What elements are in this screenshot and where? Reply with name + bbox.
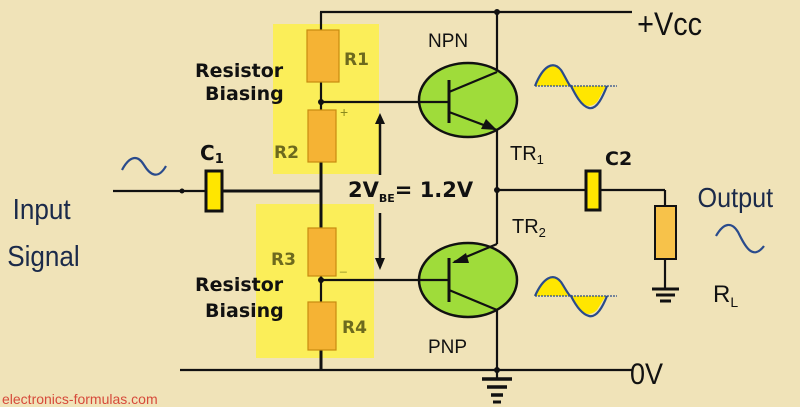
tr1-label: TR1 <box>510 143 544 167</box>
pnp-type-label: PNP <box>428 337 467 358</box>
label-c1-sub: 1 <box>215 152 224 167</box>
polarity-minus: _ <box>339 259 347 273</box>
pnp-emitter-arrow-icon <box>452 253 469 263</box>
tr2-label-name: TR <box>512 216 539 238</box>
bias-voltage-suffix: = 1.2V <box>395 178 474 202</box>
resistor-r3 <box>307 227 337 277</box>
pnp-transistor-body <box>417 241 519 319</box>
main-ground-icon <box>482 370 512 404</box>
junction-r1r2 <box>318 99 324 105</box>
bias-voltage-sub: BE <box>379 192 395 205</box>
bias-label-bottom-1: Resistor <box>195 274 284 296</box>
rl-label-sub: L <box>730 294 738 310</box>
output-label: Output <box>698 182 774 214</box>
npn-emitter-arrow-icon <box>481 119 497 130</box>
label-c1: C1 <box>200 141 224 167</box>
label-r3: R3 <box>271 250 296 270</box>
output-wave-icon <box>715 223 765 254</box>
rl-ground-icon <box>652 287 679 303</box>
npn-collector-lead <box>448 70 498 94</box>
label-r2: R2 <box>274 143 299 163</box>
bias-voltage-prefix: 2V <box>348 178 380 202</box>
vcc-junction <box>494 9 500 15</box>
vcc-label: +Vcc <box>637 7 702 43</box>
bias-label-bottom-2: Biasing <box>205 300 284 322</box>
bias-voltage-label: 2VBE= 1.2V <box>348 178 474 205</box>
rl-label: RL <box>713 281 738 310</box>
polarity-plus: + <box>340 104 348 120</box>
tr2-label-sub: 2 <box>539 225 546 240</box>
pnp-collector-lead <box>448 288 498 312</box>
tr2-label: TR2 <box>512 216 546 240</box>
capacitor-c1 <box>204 169 224 213</box>
label-c1-name: C <box>200 141 215 165</box>
bias-label-top-2: Biasing <box>205 83 284 105</box>
vbe-arrowhead-down <box>375 258 385 270</box>
vbe-arrowhead-up <box>375 113 385 124</box>
resistor-rl <box>654 205 677 260</box>
pnp-output-wave-icon <box>533 276 617 318</box>
input-label-2: Signal <box>7 240 80 273</box>
resistor-r2 <box>307 109 337 163</box>
bias-label-top-1: Resistor <box>195 60 284 82</box>
watermark: electronics-formulas.com <box>2 391 158 407</box>
input-label-1: Input <box>13 193 71 226</box>
npn-transistor-body <box>417 61 519 139</box>
capacitor-c2 <box>584 169 602 212</box>
label-c2: C2 <box>605 148 632 170</box>
ground-label: 0V <box>630 358 663 392</box>
tr1-label-sub: 1 <box>537 152 544 167</box>
resistor-r4 <box>307 301 337 351</box>
npn-type-label: NPN <box>428 31 468 52</box>
input-wave-icon <box>121 157 167 176</box>
rl-label-name: R <box>713 281 730 308</box>
resistor-r1 <box>306 29 340 83</box>
label-r1: R1 <box>344 50 369 70</box>
label-r4: R4 <box>342 318 367 338</box>
input-dot <box>179 188 185 194</box>
junction-r3r4 <box>318 277 324 283</box>
tr1-label-name: TR <box>510 143 537 165</box>
npn-output-wave-icon <box>533 64 617 110</box>
